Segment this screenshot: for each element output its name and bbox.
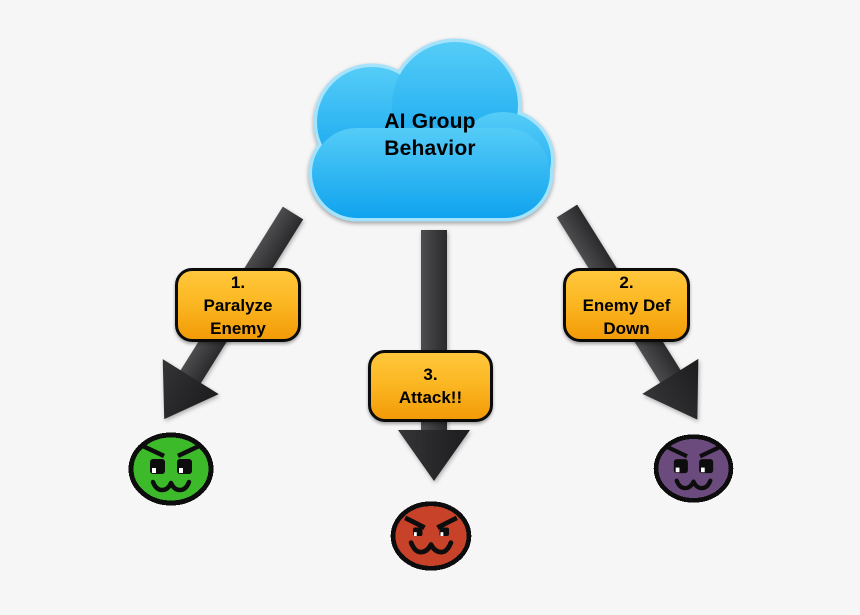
purple-enemy-face (653, 434, 734, 503)
left-pupil (675, 467, 680, 473)
cloud-fill (312, 42, 551, 218)
arrow-head (398, 430, 470, 481)
step-number: 1. (230, 272, 246, 292)
red-enemy-face (390, 501, 472, 571)
cloud-title-line1: AI Group (384, 110, 476, 133)
cloud-title: AI Group Behavior (330, 108, 530, 162)
right-pupil (179, 468, 183, 473)
w-mouth (674, 478, 713, 491)
angry-eyebrows (666, 445, 721, 459)
cloud-title-line2: Behavior (384, 137, 476, 160)
angry-eyebrows (404, 515, 458, 530)
left-pupil (152, 468, 156, 473)
step-number: 2. (619, 272, 634, 292)
angry-eyebrows (142, 444, 200, 458)
face-body (128, 432, 214, 506)
step-label-attack: 3. Attack!! (368, 350, 493, 422)
face-body (390, 501, 472, 571)
step-number: 3. (423, 365, 438, 384)
face-body (653, 434, 734, 503)
cloud-shape (308, 38, 555, 222)
step-label-enemy-def-down: 2. Enemy Def Down (563, 268, 690, 342)
step-text-line2: Down (603, 318, 650, 338)
arrow-head (642, 358, 699, 420)
right-pupil (700, 467, 705, 473)
step-label-paralyze-enemy: 1. Paralyze Enemy (175, 268, 301, 342)
w-mouth (408, 540, 454, 555)
w-mouth (150, 479, 192, 493)
step-text-line2: Enemy (210, 318, 266, 338)
arrow-head (162, 359, 219, 420)
step-text-line1: Enemy Def (582, 295, 671, 315)
green-enemy-face (128, 432, 214, 506)
left-pupil (413, 532, 417, 536)
right-pupil (440, 532, 444, 536)
step-text-line1: Attack!! (398, 388, 463, 407)
step-text-line1: Paralyze (203, 295, 273, 315)
